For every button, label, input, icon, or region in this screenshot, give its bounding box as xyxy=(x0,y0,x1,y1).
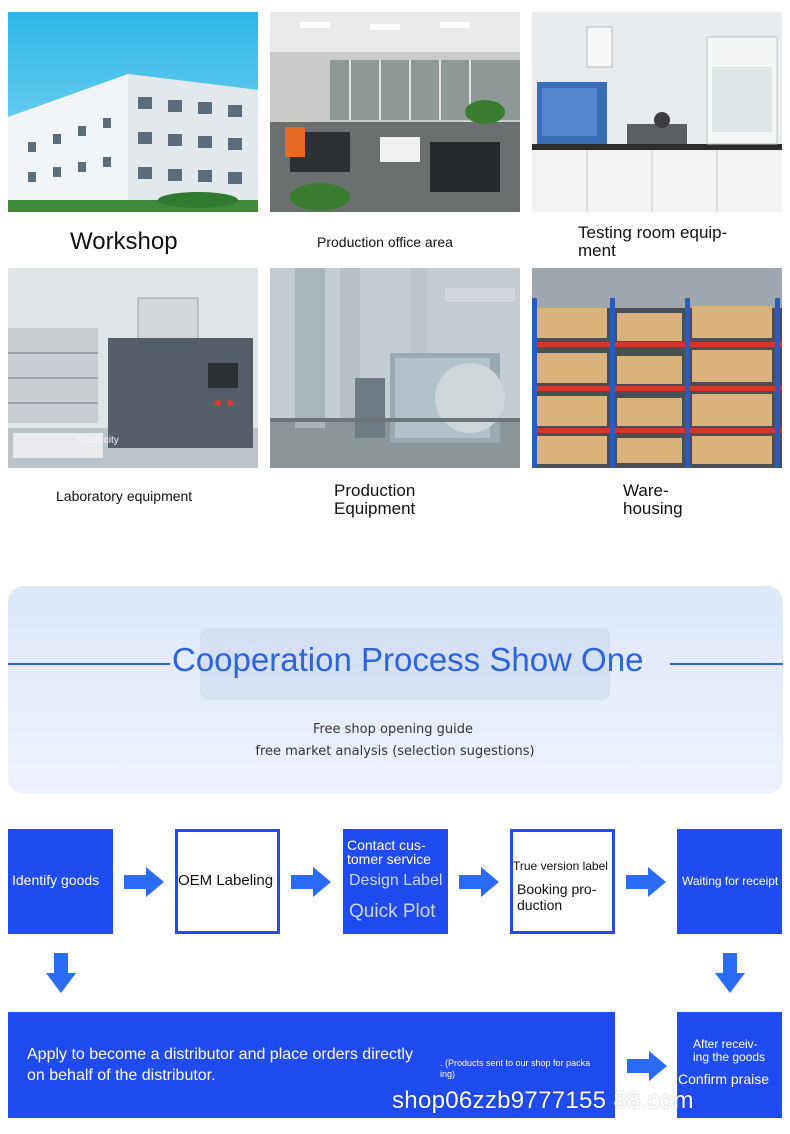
process-subtitle-2: free market analysis (selection sugestio… xyxy=(255,744,535,759)
flow-step-confirm-praise: After receiv- ing the goods Confirm prai… xyxy=(677,1012,782,1118)
testing-room-label-line-1: Testing room equip- xyxy=(578,223,728,242)
process-subtitle-1: Free shop opening guide xyxy=(312,722,474,737)
flow-step-contact-service: Contact cus- tomer service Design Label … xyxy=(343,829,448,934)
true-version-line-1: Booking pro- xyxy=(517,881,597,897)
facility-label-production-equipment: Production Equipment xyxy=(334,482,415,518)
true-version-line-2: duction xyxy=(517,897,563,913)
confirm-praise-line-2: ing the goods xyxy=(693,1050,766,1064)
distributor-line-2: on behalf of the distributor. xyxy=(27,1067,216,1084)
contact-service-line-4: Quick Plot xyxy=(349,901,436,922)
process-title-line-right xyxy=(670,663,783,665)
process-title-shadow-graphic xyxy=(200,628,610,700)
facility-label-testing-room: Testing room equip- ment xyxy=(578,224,727,260)
distributor-note-2: ing) xyxy=(440,1069,456,1079)
arrow-right-icon xyxy=(124,867,164,897)
true-version-top-label: True version label xyxy=(513,859,608,873)
testing-room-photo xyxy=(532,12,782,212)
laboratory-photo: Electricity xyxy=(8,268,258,468)
process-title: Cooperation Process Show One xyxy=(172,641,644,678)
contact-service-line-3: Design Label xyxy=(349,872,443,889)
facility-label-production-office: Production office area xyxy=(317,234,453,250)
flow-step-identify-goods: Identify goods xyxy=(8,829,113,934)
process-title-line-left xyxy=(8,663,170,665)
warehousing-photo xyxy=(532,268,782,468)
distributor-line-1: Apply to become a distributor and place … xyxy=(27,1046,413,1063)
production-equipment-label-line-1: Production xyxy=(334,481,416,500)
shop-watermark: shop06zzb9777155 88.com xyxy=(392,1087,694,1114)
flow-step-oem-labeling-label: OEM Labeling xyxy=(178,872,274,889)
contact-service-line-2: tomer service xyxy=(347,851,432,867)
warehousing-label-line-1: Ware- xyxy=(623,481,669,500)
arrow-down-icon xyxy=(715,953,745,993)
production-office-photo xyxy=(270,12,520,212)
arrow-right-icon xyxy=(291,867,331,897)
process-panel xyxy=(8,586,783,794)
flow-step-waiting-receipt: Waiting for receipt xyxy=(677,829,782,934)
confirm-praise-line-1: After receiv- xyxy=(693,1037,758,1051)
warehousing-label-line-2: housing xyxy=(623,498,683,518)
flow-step-true-version: True version label Booking pro- duction xyxy=(510,829,615,934)
flow-step-identify-goods-label: Identify goods xyxy=(12,872,100,888)
facility-label-warehousing: Ware- housing xyxy=(623,482,683,518)
confirm-praise-line-3: Confirm praise xyxy=(678,1071,770,1087)
flow-step-oem-labeling: OEM Labeling xyxy=(175,829,280,934)
distributor-note-1: . (Products sent to our shop for packa xyxy=(440,1058,591,1068)
laboratory-photo-overlay-text: Electricity xyxy=(76,435,119,446)
facility-label-workshop: Workshop xyxy=(70,228,178,255)
arrow-right-icon xyxy=(459,867,499,897)
production-equipment-photo xyxy=(270,268,520,468)
flow-step-distributor: Apply to become a distributor and place … xyxy=(8,1012,615,1118)
arrow-right-icon xyxy=(626,867,666,897)
contact-service-line-1: Contact cus- xyxy=(347,837,426,853)
testing-room-label-line-2: ment xyxy=(578,240,616,260)
facility-label-laboratory: Laboratory equipment xyxy=(56,488,193,504)
arrow-down-icon xyxy=(46,953,76,993)
waiting-receipt-label: Waiting for receipt xyxy=(682,874,779,888)
production-equipment-label-line-2: Equipment xyxy=(334,498,416,518)
arrow-right-icon xyxy=(627,1051,667,1081)
workshop-photo xyxy=(8,12,258,212)
